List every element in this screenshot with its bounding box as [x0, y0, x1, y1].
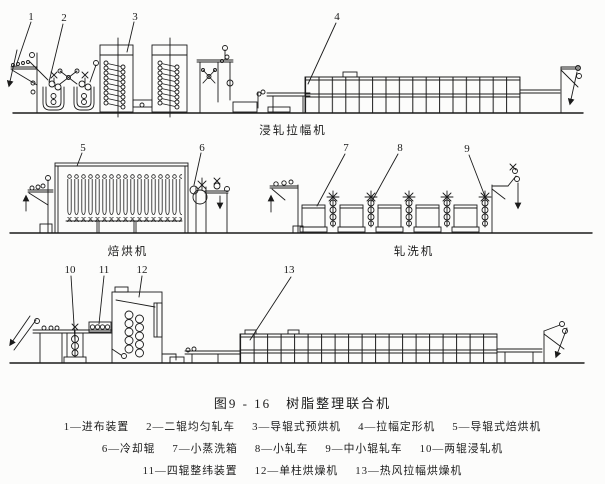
section-label-row2-left: 焙烘机 [108, 244, 149, 258]
callout-4-leader [307, 22, 337, 85]
callout-7: 7 [343, 142, 349, 154]
callout-2-leader [48, 23, 64, 83]
wash-tank [375, 204, 404, 233]
cloth-out-arrow-row3 [554, 327, 568, 359]
single-column-dryer-12 [111, 286, 163, 364]
washer-entry-stand [267, 179, 304, 234]
callout-12-leader [138, 275, 143, 298]
section-label-row1: 浸轧拉幅机 [259, 123, 327, 137]
mangle-stack [326, 190, 340, 228]
legend-item-6: 6—冷却辊 [101, 443, 156, 455]
legend-item-1: 1—进布装置 [63, 421, 130, 433]
callout-6: 6 [199, 142, 205, 154]
wash-tank [337, 204, 366, 233]
legend-item-8: 8—小轧车 [254, 443, 309, 455]
legend-item-7: 7—小蒸洗箱 [172, 443, 238, 455]
mangle-stack [402, 190, 416, 228]
legend-line-1: 1—进布装置 2—二辊均匀轧车 3—导辊式预烘机 4—拉幅定形机 5—导辊式焙烘… [0, 416, 605, 438]
callout-3-leader [126, 21, 135, 53]
legend-item-9: 9—中小辊轧车 [325, 443, 403, 455]
figure-caption: 图9 - 16 树脂整理联合机 [213, 396, 392, 411]
cooling-rolls-6 [189, 177, 230, 234]
callout-3: 3 [132, 11, 138, 23]
pre-dryer-towers-3 [99, 37, 188, 118]
cloth-entry-device-1 [6, 49, 49, 114]
mangle-stack [440, 190, 454, 228]
legend-item-3: 3—导辊式预烘机 [252, 421, 342, 433]
figure-legend: 1—进布装置 2—二辊均匀轧车 3—导辊式预烘机 4—拉幅定形机 5—导辊式焙烘… [0, 416, 605, 482]
legend-item-10: 10—两辊浸轧机 [419, 443, 504, 455]
cloth-in-arrow-row3 [9, 315, 31, 347]
callout-12: 12 [137, 264, 148, 276]
callout-8-leader [371, 153, 399, 202]
legend-item-5: 5—导辊式焙烘机 [452, 421, 542, 433]
callout-6-leader [193, 152, 202, 186]
cloth-out-arrow-row1 [567, 71, 578, 106]
hot-air-stenter-13 [239, 329, 498, 364]
callout-13-leader [249, 276, 292, 341]
legend-item-13: 13—热风拉幅烘燥机 [355, 465, 463, 477]
weft-straightener-11 [88, 321, 112, 333]
callout-1: 1 [28, 11, 34, 23]
mangle-stack [364, 190, 378, 228]
compensator-frame [196, 45, 311, 114]
legend-item-11: 11—四辊整纬装置 [142, 465, 238, 477]
row3-group: 10 11 12 13 [9, 264, 585, 364]
wash-tank [299, 204, 328, 233]
callout-7-leader [316, 153, 346, 207]
oven-entry-stand [22, 175, 54, 234]
callout-1-leader [15, 21, 32, 67]
section-label-row2-right: 轧洗机 [394, 244, 435, 258]
callout-5: 5 [80, 142, 86, 154]
impregnating-padder-10 [63, 323, 87, 364]
callout-13: 13 [284, 264, 296, 276]
stenter-frame-4 [304, 71, 521, 114]
callout-11: 11 [99, 264, 110, 276]
callout-10-leader [70, 275, 76, 342]
machine-diagram: 1 2 3 4 浸轧拉幅机 [6, 11, 593, 364]
callout-10: 10 [65, 264, 77, 276]
callout-9-leader [468, 154, 487, 200]
baking-machine-5 [54, 162, 189, 234]
row2-group: 5 6 7 8 9 焙烘机 轧洗机 [9, 142, 593, 258]
row3-exit-plaiter [496, 321, 568, 364]
callout-4: 4 [334, 11, 340, 23]
row1-group: 1 2 3 4 浸轧拉幅机 [6, 11, 584, 137]
callout-8: 8 [397, 142, 403, 154]
legend-item-12: 12—单柱烘燥机 [254, 465, 339, 477]
legend-item-2: 2—二辊均匀轧车 [146, 421, 236, 433]
callout-5-leader [76, 152, 83, 167]
callout-2: 2 [61, 12, 67, 24]
entry-ramp [9, 315, 113, 364]
legend-item-4: 4—拉幅定形机 [358, 421, 436, 433]
callout-11-leader [98, 275, 105, 325]
legend-line-3: 11—四辊整纬装置 12—单柱烘燥机 13—热风拉幅烘燥机 [0, 460, 605, 482]
callout-9: 9 [464, 143, 470, 155]
washer-exit-stand [491, 163, 522, 234]
two-roll-padder-2 [42, 60, 99, 111]
cloth-in-arrow [6, 49, 18, 88]
transfer-conveyor [161, 346, 241, 364]
row1-exit-plaiter [519, 65, 582, 114]
wash-tank [451, 204, 480, 233]
legend-line-2: 6—冷却辊 7—小蒸洗箱 8—小轧车 9—中小辊轧车 10—两辊浸轧机 [0, 438, 605, 460]
washing-range-7-8-9 [299, 190, 492, 233]
wash-tank [413, 204, 442, 233]
